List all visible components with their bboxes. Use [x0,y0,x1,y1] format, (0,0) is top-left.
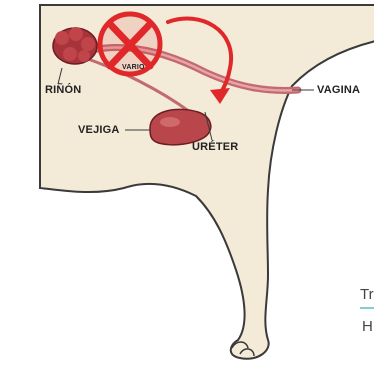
vagina-label: VAGINA [317,84,360,96]
bladder-shine [160,117,180,127]
ureter-label: URÉTER [192,141,238,153]
bladder-label: VEJIGA [78,124,120,136]
edge-text-line1: Tr [360,286,374,303]
ovary-label: VARIO [122,64,145,71]
bladder-organ [150,109,211,144]
edge-text-line2: H [362,318,373,335]
kidney-organ [53,27,97,64]
kidney-label: RIÑÓN [45,84,81,96]
